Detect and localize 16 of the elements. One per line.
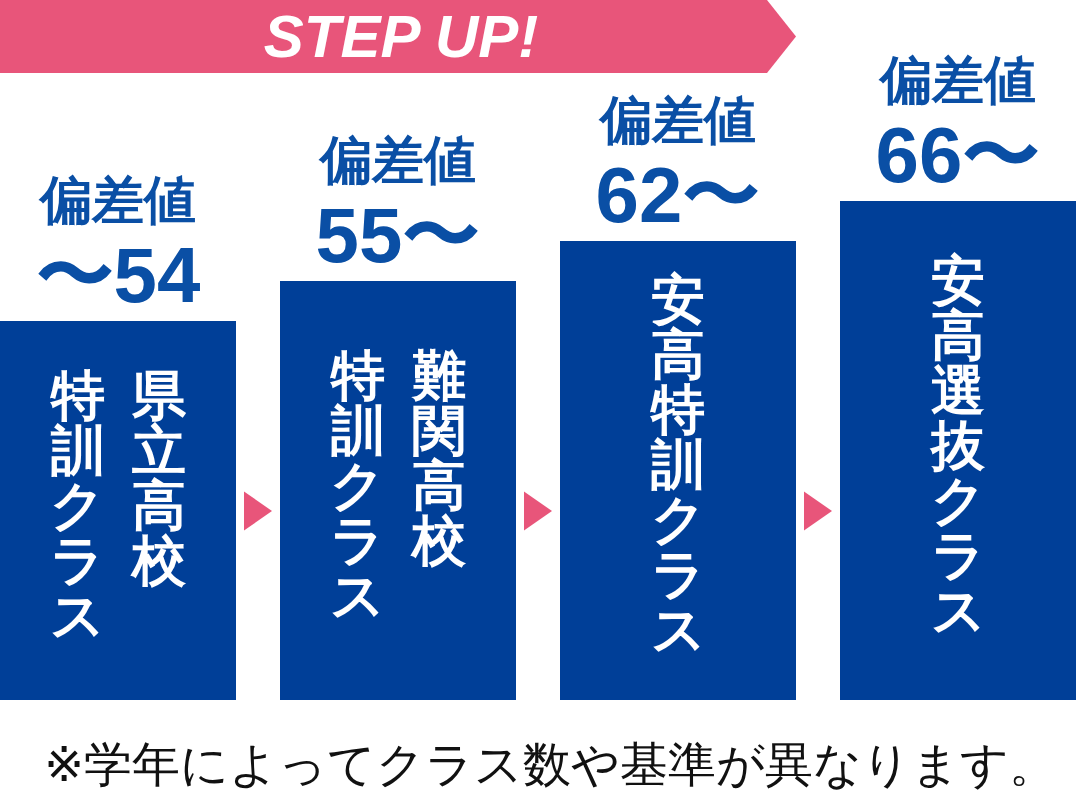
- class-name: 県立高校特訓クラス: [49, 368, 187, 643]
- deviation-label: 偏差値: [598, 94, 757, 146]
- deviation-label: 偏差値: [38, 174, 197, 226]
- deviation-value: 62〜: [594, 156, 762, 234]
- arrow: [244, 491, 272, 531]
- deviation-label: 偏差値: [318, 134, 477, 186]
- class-name: 安高特訓クラス: [650, 272, 706, 657]
- deviation-label: 偏差値: [878, 54, 1037, 106]
- deviation-value: 55〜: [314, 196, 482, 274]
- deviation-value: 〜54: [34, 236, 202, 314]
- class-name: 難関高校特訓クラス: [329, 348, 467, 623]
- footnote: ※学年によってクラス数や基準が異なります。: [44, 741, 1058, 789]
- arrow: [804, 491, 832, 531]
- class-name: 安高選抜クラス: [930, 253, 986, 638]
- deviation-value: 66〜: [874, 116, 1042, 194]
- arrow-banner: STEP UP!: [0, 0, 796, 73]
